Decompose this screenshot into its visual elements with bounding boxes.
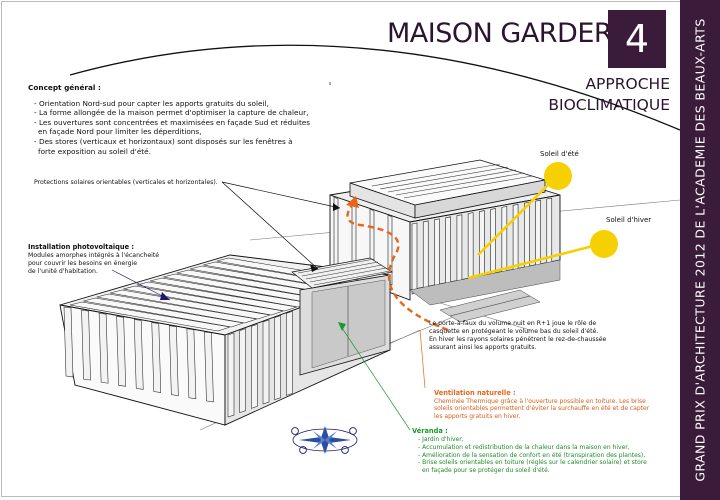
- vertical-fin: [169, 325, 179, 396]
- plinth-steps: [439, 289, 541, 323]
- vertical-fin: [204, 331, 214, 403]
- ventilation-line: Cheminée Thermique grâce à l'ouverture p…: [434, 398, 646, 405]
- summer-sun-icon: [544, 162, 572, 190]
- veranda-item: - Jardin d'hiver,: [418, 436, 464, 443]
- veranda-item: - Amélioration de la sensation de confor…: [418, 451, 646, 459]
- summer-sun-ray: [477, 179, 554, 256]
- ventilation-title: Ventilation naturelle :: [434, 389, 516, 397]
- veranda-title: Véranda :: [412, 427, 448, 435]
- vertical-fin: [456, 214, 463, 287]
- vertical-fin: [81, 309, 91, 381]
- ventilation-line: soleils orientables permettent d'éviter …: [434, 405, 650, 413]
- vertical-fin: [422, 220, 429, 293]
- vertical-fin: [186, 328, 197, 400]
- vertical-fin: [116, 316, 126, 387]
- veranda-item: - Accumulation et redistribution de la c…: [418, 443, 630, 451]
- decorative-arc: [69, 44, 681, 131]
- vertical-fin: [151, 322, 162, 393]
- photovoltaic-line-3: de l'unité d'habitation.: [28, 268, 98, 275]
- vertical-fin: [434, 218, 440, 291]
- photovoltaic-title: Installation photovoltaïque :: [28, 243, 134, 251]
- page-title: MAISON GARDER: [387, 18, 613, 49]
- vertical-fin: [411, 222, 418, 295]
- lower-vertical-fins: [63, 306, 293, 418]
- ventilation-arrowhead: [346, 196, 359, 208]
- vertical-fin: [479, 210, 485, 282]
- vertical-fin: [262, 319, 270, 405]
- concept-item: - Les ouvertures sont concentrées et max…: [34, 117, 311, 127]
- concept-item: en façade Nord pour limiter les déperdit…: [38, 127, 202, 137]
- ventilation-body: Cheminée Thermique grâce à l'ouverture p…: [434, 398, 649, 420]
- concept-block: Concept général : - Orientation Nord-sud…: [28, 83, 328, 156]
- photovoltaic-line-1: Modules amorphes intégrés à l'écancheité: [28, 252, 160, 259]
- concept-item: - Des stores (verticaux et horizontaux) …: [34, 136, 293, 146]
- overhang-line-3: En hiver les rayons solaires pénètrent l…: [429, 336, 607, 343]
- concept-item: forte exposition au soleil d'été.: [38, 146, 151, 156]
- veranda-item: en façade pour se protéger du soleil d'é…: [422, 467, 550, 475]
- photovoltaic-line-2: pour couvrir les besoins en énergie: [28, 260, 138, 267]
- vertical-fin: [501, 206, 508, 278]
- vertical-fin: [239, 328, 246, 414]
- compass-rose-icon: [291, 426, 358, 454]
- vertical-fin: [227, 332, 235, 418]
- overhang-line-2: casquette en protégeant le volume bas du…: [429, 328, 599, 335]
- vertical-fin: [286, 310, 293, 396]
- leader-lines: [111, 82, 426, 431]
- vertical-fin: [490, 208, 496, 280]
- overhang-line-4: assurant ainsi les apports gratuits.: [429, 344, 537, 351]
- winter-sun-icon: [590, 230, 618, 258]
- vertical-fin: [63, 306, 74, 378]
- summer-sun-label: Soleil d'été: [540, 150, 579, 158]
- overhang-shadow: [409, 259, 561, 306]
- veranda-body: - Jardin d'hiver, - Accumulation et redi…: [418, 436, 647, 475]
- sidebar-band: [680, 0, 720, 500]
- vertical-fin: [98, 312, 109, 384]
- upper-roof-louvers: [371, 163, 533, 199]
- upper-vertical-fins: [333, 196, 553, 295]
- vertical-fin: [467, 212, 474, 285]
- concept-item: - La forme allongée de la maison permet …: [34, 108, 309, 118]
- sidebar-caption: GRAND PRIX D'ARCHITECTURE 2012 DE L'ACAD…: [692, 18, 708, 482]
- veranda-item: - Brise soleils orientables en toiture (…: [418, 459, 647, 467]
- protections-label: Protections solaires orientables (vertic…: [34, 179, 218, 186]
- ventilation-airflow-arrow: [346, 204, 449, 332]
- vertical-fin: [251, 323, 258, 409]
- subtitle-line-1: APPROCHE: [585, 75, 670, 93]
- page-subtitle: APPROCHE BIOCLIMATIQUE: [520, 74, 670, 116]
- overhang-line-1: Le porte-à-faux du volume nuit en R+1 jo…: [429, 320, 597, 327]
- ventilation-line: les apports gratuits en hiver.: [434, 412, 521, 420]
- vertical-fin: [274, 315, 281, 401]
- board-number: 4: [608, 10, 666, 68]
- winter-sun-label: Soleil d'hiver: [606, 216, 652, 224]
- vertical-fin: [133, 319, 144, 390]
- concept-item: - Orientation Nord-sud pour capter les a…: [34, 98, 269, 108]
- concept-title: Concept général :: [28, 83, 101, 92]
- vertical-fin: [445, 216, 451, 289]
- winter-sun-ray: [467, 243, 598, 280]
- subtitle-line-2: BIOCLIMATIQUE: [548, 96, 670, 114]
